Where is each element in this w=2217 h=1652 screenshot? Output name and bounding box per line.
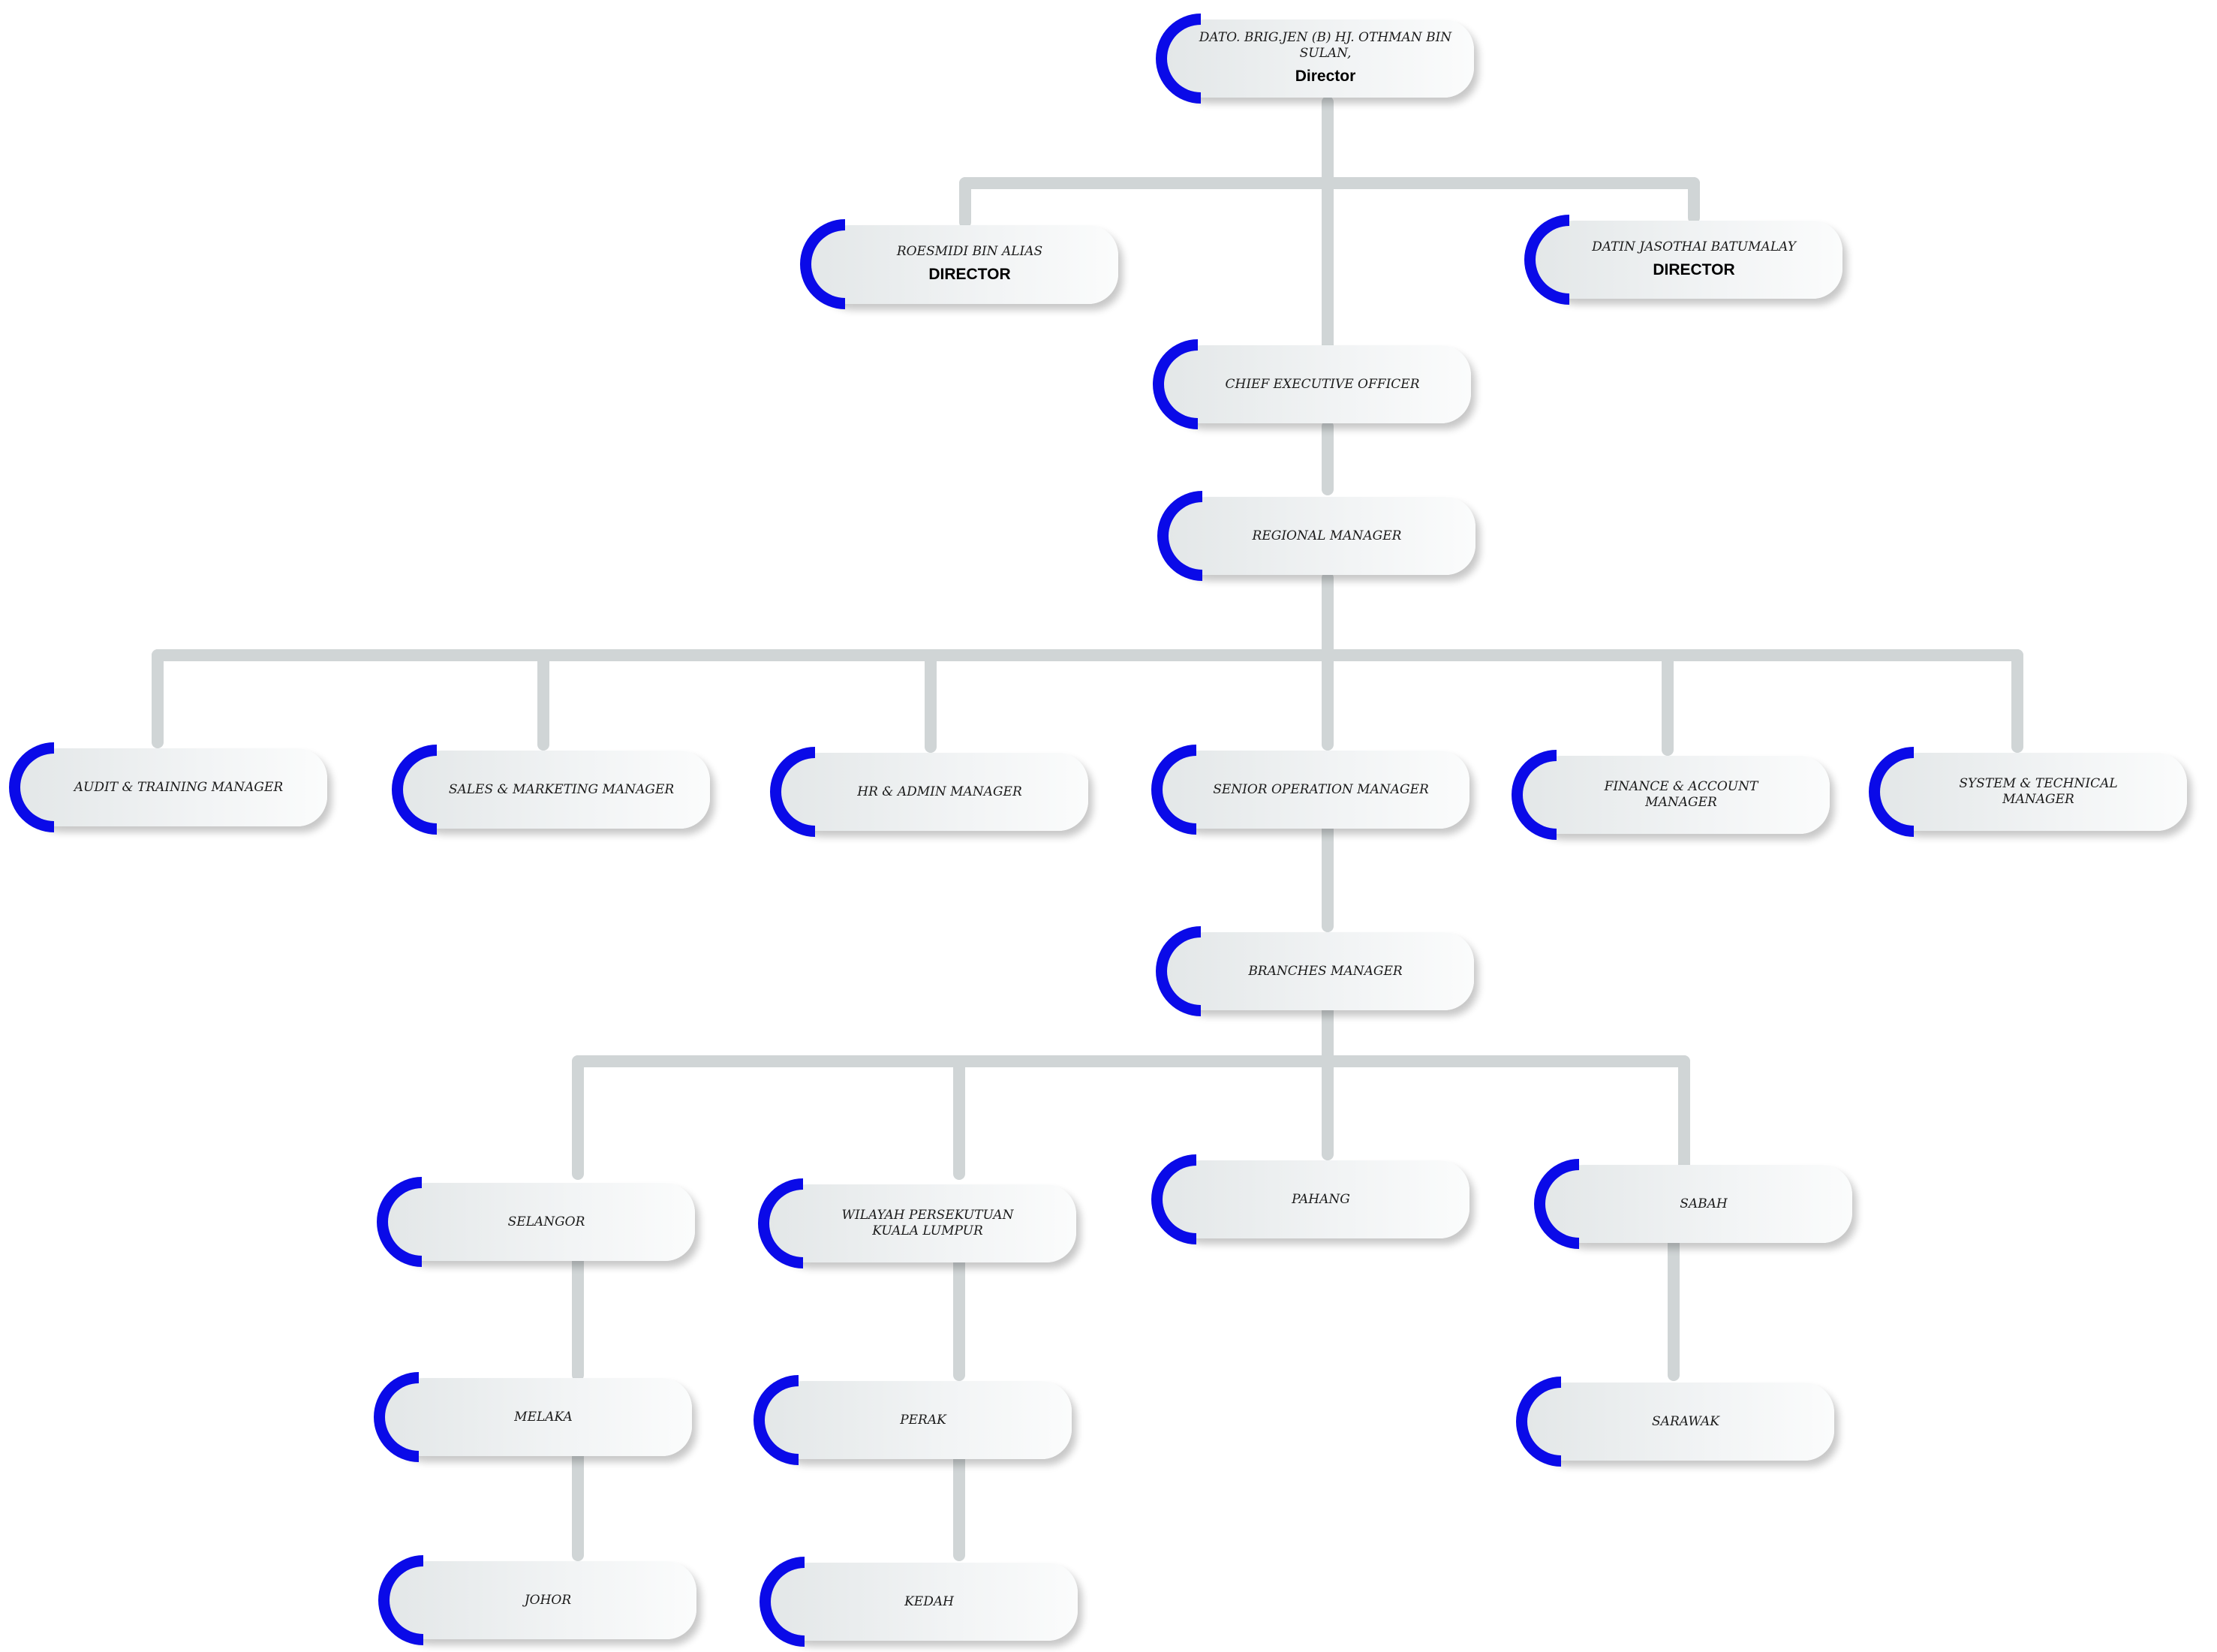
node-name: HR & ADMIN MANAGER (857, 784, 1022, 799)
connector-line (1322, 1003, 1334, 1160)
node-melaka: MELAKA (374, 1372, 692, 1462)
connector-line (1322, 96, 1334, 353)
connector-line (572, 1246, 584, 1381)
node-accent-arc (1516, 1377, 1561, 1467)
node-accent-arc (1157, 491, 1202, 581)
node-name: WILAYAH PERSEKUTUAN KUALA LUMPUR (841, 1208, 1014, 1238)
node-regional-manager: REGIONAL MANAGER (1157, 491, 1475, 581)
connector-line (1662, 649, 1674, 756)
connector-line (572, 1441, 584, 1561)
node-accent-arc (1534, 1159, 1579, 1249)
node-accent-arc (377, 1177, 422, 1267)
connector-line (572, 1055, 1690, 1067)
node-kedah: KEDAH (760, 1557, 1078, 1647)
node-sales-marketing-manager: SALES & MARKETING MANAGER (392, 745, 710, 835)
node-director-othman: DATO. BRIG.JEN (B) HJ. OTHMAN BIN SULAN,… (1156, 14, 1474, 104)
node-name: KEDAH (904, 1593, 954, 1609)
node-pahang: PAHANG (1151, 1154, 1469, 1244)
node-finance-account-manager: FINANCE & ACCOUNT MANAGER (1512, 750, 1830, 840)
connector-line (925, 649, 937, 753)
node-hr-admin-manager: HR & ADMIN MANAGER (770, 747, 1088, 837)
node-name: DATO. BRIG.JEN (B) HJ. OTHMAN BIN SULAN, (1199, 30, 1452, 61)
node-accent-arc (1151, 1154, 1196, 1244)
node-accent-arc (1524, 215, 1569, 305)
node-name: SENIOR OPERATION MANAGER (1213, 781, 1429, 797)
node-director-jasothai: DATIN JASOTHAI BATUMALAY DIRECTOR (1524, 215, 1842, 305)
node-accent-arc (1512, 750, 1557, 840)
node-accent-arc (760, 1557, 805, 1647)
node-system-technical-manager: SYSTEM & TECHNICAL MANAGER (1869, 747, 2187, 837)
node-accent-arc (800, 219, 845, 309)
node-sabah: SABAH (1534, 1159, 1852, 1249)
node-sarawak: SARAWAK (1516, 1377, 1834, 1467)
connector-line (1322, 823, 1334, 932)
connector-line (1322, 420, 1334, 495)
connector-line (1668, 1231, 1680, 1381)
connector-line (2011, 649, 2023, 753)
node-name: PAHANG (1292, 1191, 1350, 1207)
connector-line (572, 1055, 584, 1180)
node-name: FINANCE & ACCOUNT MANAGER (1604, 779, 1758, 810)
node-accent-arc (1156, 926, 1201, 1016)
node-role: DIRECTOR (1653, 260, 1735, 278)
node-accent-arc (374, 1372, 419, 1462)
node-name: CHIEF EXECUTIVE OFFICER (1225, 376, 1420, 392)
node-name: MELAKA (514, 1409, 573, 1425)
node-accent-arc (1869, 747, 1914, 837)
node-ceo: CHIEF EXECUTIVE OFFICER (1153, 339, 1471, 429)
node-name: AUDIT & TRAINING MANAGER (74, 779, 284, 795)
node-role: DIRECTOR (928, 266, 1011, 283)
connector-line (537, 649, 549, 751)
connector-line (953, 1449, 965, 1561)
node-accent-arc (770, 747, 815, 837)
connector-line (959, 177, 1700, 189)
node-branches-manager: BRANCHES MANAGER (1156, 926, 1474, 1016)
node-wilayah-kl: WILAYAH PERSEKUTUAN KUALA LUMPUR (758, 1178, 1076, 1268)
node-name: REGIONAL MANAGER (1252, 528, 1402, 543)
node-selangor: SELANGOR (377, 1177, 695, 1267)
node-name: SARAWAK (1652, 1413, 1719, 1429)
node-name: SELANGOR (507, 1214, 585, 1229)
node-director-roesmidi: ROESMIDI BIN ALIAS DIRECTOR (800, 219, 1118, 309)
node-name: SALES & MARKETING MANAGER (448, 781, 675, 797)
node-name: PERAK (900, 1412, 946, 1428)
node-name: BRANCHES MANAGER (1248, 963, 1403, 979)
connector-line (1688, 177, 1700, 224)
connector-line (953, 1246, 965, 1381)
connector-line (1678, 1055, 1690, 1171)
node-name: SABAH (1680, 1196, 1728, 1211)
node-perak: PERAK (754, 1375, 1072, 1465)
connector-line (959, 177, 971, 228)
node-name: JOHOR (524, 1592, 572, 1608)
connector-line (1322, 572, 1334, 751)
node-role: Director (1295, 68, 1356, 85)
node-name: DATIN JASOTHAI BATUMALAY (1592, 239, 1796, 254)
node-audit-training-manager: AUDIT & TRAINING MANAGER (9, 742, 327, 832)
node-name: SYSTEM & TECHNICAL MANAGER (1959, 776, 2118, 807)
node-accent-arc (378, 1555, 423, 1645)
node-name: ROESMIDI BIN ALIAS (896, 244, 1043, 259)
connector-line (152, 649, 164, 748)
connector-line (953, 1055, 965, 1180)
node-senior-operation-manager: SENIOR OPERATION MANAGER (1151, 745, 1469, 835)
node-accent-arc (758, 1178, 803, 1268)
node-johor: JOHOR (378, 1555, 696, 1645)
node-accent-arc (754, 1375, 799, 1465)
connector-line (152, 649, 2023, 661)
